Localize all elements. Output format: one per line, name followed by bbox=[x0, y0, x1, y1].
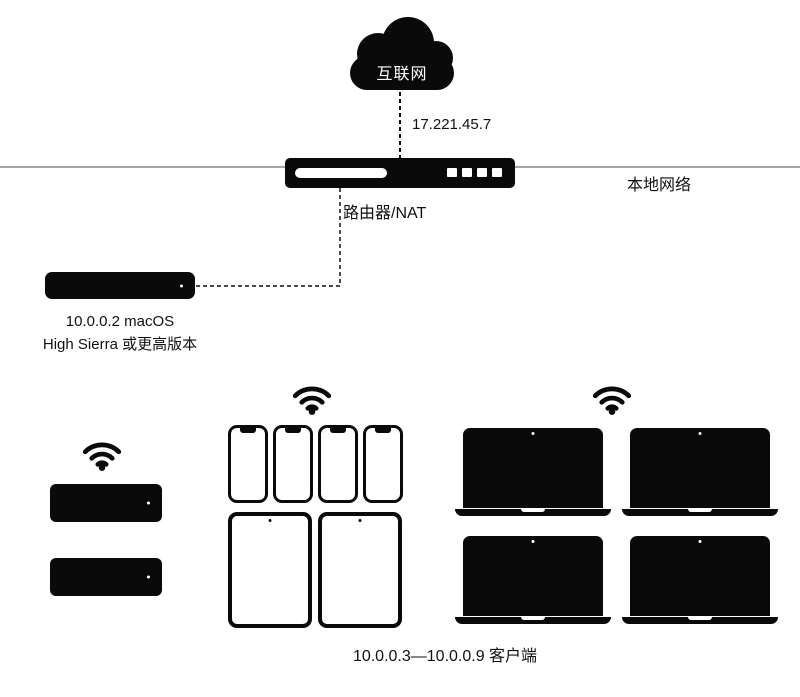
router-led-icon bbox=[462, 168, 472, 177]
router-led-icon bbox=[477, 168, 487, 177]
wifi-icon bbox=[592, 386, 632, 415]
iphone-icon bbox=[273, 425, 313, 503]
wifi-icon bbox=[292, 386, 332, 415]
server-label: 10.0.0.2 macOS High Sierra 或更高版本 bbox=[20, 310, 220, 356]
iphone-group bbox=[228, 425, 403, 503]
internet-cloud-icon: 互联网 bbox=[342, 10, 462, 98]
iphone-notch bbox=[375, 428, 391, 433]
camera-dot-icon bbox=[698, 432, 702, 435]
macbook-icon bbox=[455, 536, 611, 624]
iphone-icon bbox=[363, 425, 403, 503]
macbook-screen bbox=[463, 536, 603, 616]
macbook-base bbox=[622, 509, 778, 516]
clients-range-label: 10.0.0.3—10.0.0.9 客户端 bbox=[352, 648, 538, 665]
wifi-icon bbox=[82, 442, 122, 471]
macbook-base bbox=[622, 617, 778, 624]
macbook-screen bbox=[630, 536, 770, 616]
macbook-icon bbox=[622, 428, 778, 516]
server-link-line bbox=[195, 188, 341, 287]
router-icon bbox=[285, 158, 515, 188]
macbook-screen bbox=[463, 428, 603, 508]
power-led-icon bbox=[147, 575, 150, 579]
power-led-icon bbox=[180, 284, 183, 287]
server-label-line1: 10.0.0.2 macOS bbox=[65, 313, 175, 330]
router-label: 路由器/NAT bbox=[343, 205, 427, 222]
server-label-line2: High Sierra 或更高版本 bbox=[42, 336, 198, 353]
internet-label: 互联网 bbox=[376, 66, 428, 83]
router-status-bar bbox=[295, 168, 387, 178]
iphone-notch bbox=[330, 428, 346, 433]
camera-dot-icon bbox=[358, 519, 362, 522]
iphone-notch bbox=[285, 428, 301, 433]
iphone-notch bbox=[240, 428, 256, 433]
iphone-icon bbox=[318, 425, 358, 503]
macbook-icon bbox=[455, 428, 611, 516]
macbook-base bbox=[455, 509, 611, 516]
camera-dot-icon bbox=[698, 540, 702, 543]
camera-dot-icon bbox=[531, 432, 535, 435]
power-led-icon bbox=[147, 501, 150, 505]
content-cache-server-icon bbox=[45, 272, 195, 299]
ipad-icon bbox=[228, 512, 312, 628]
mac-mini-icon bbox=[50, 558, 162, 596]
cloud-shape bbox=[350, 17, 454, 90]
ipad-group bbox=[228, 512, 402, 628]
iphone-icon bbox=[228, 425, 268, 503]
camera-dot-icon bbox=[268, 519, 272, 522]
macbook-base bbox=[455, 617, 611, 624]
wan-link-line bbox=[399, 92, 401, 166]
router-led-icon bbox=[492, 168, 502, 177]
camera-dot-icon bbox=[531, 540, 535, 543]
macbook-icon bbox=[622, 536, 778, 624]
router-led-icon bbox=[447, 168, 457, 177]
mac-mini-icon bbox=[50, 484, 162, 522]
local-network-label: 本地网络 bbox=[627, 177, 692, 194]
public-ip-label: 17.221.45.7 bbox=[412, 116, 492, 133]
macbook-screen bbox=[630, 428, 770, 508]
ipad-icon bbox=[318, 512, 402, 628]
